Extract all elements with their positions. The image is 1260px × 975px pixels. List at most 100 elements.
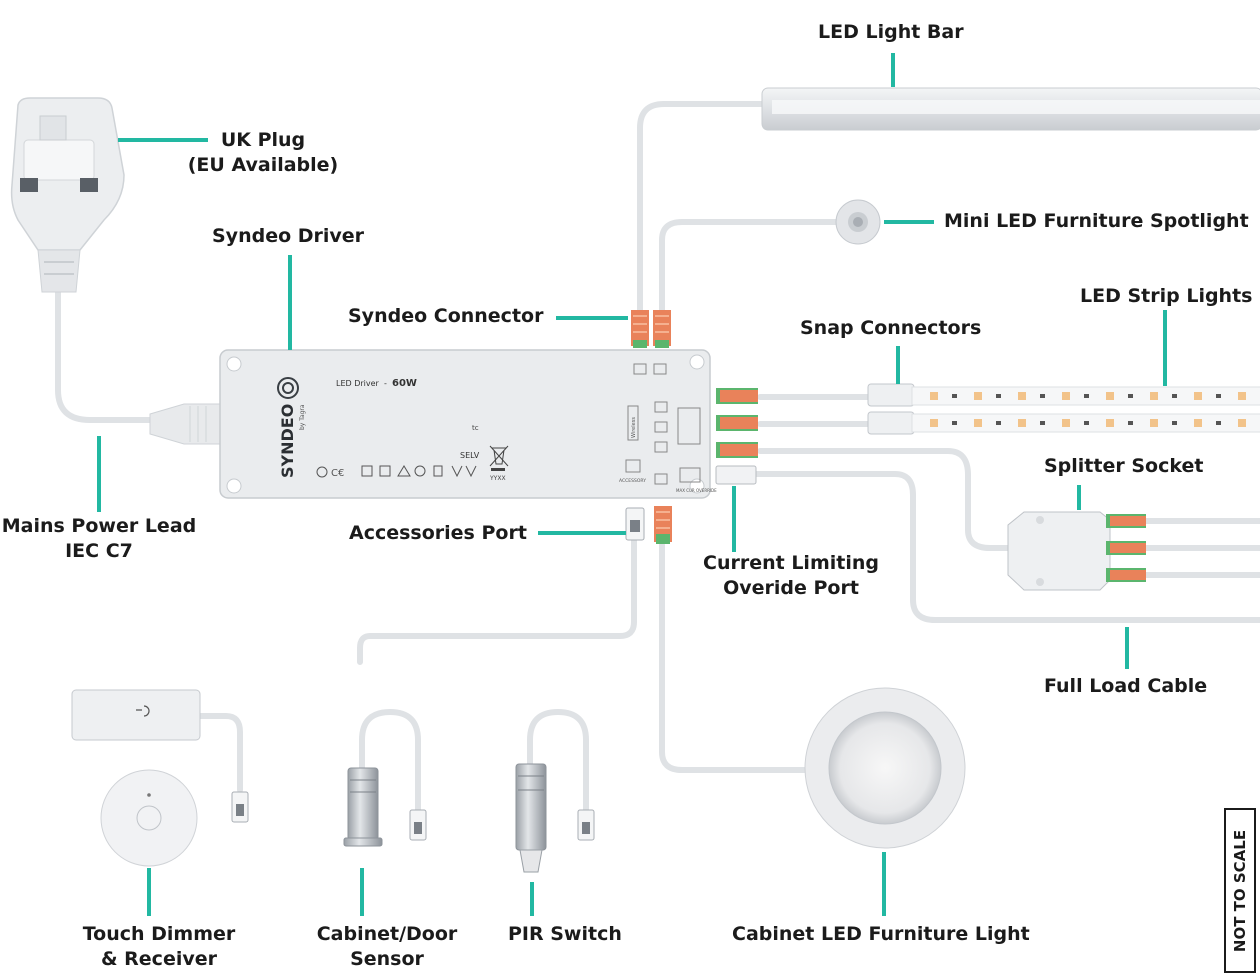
strip-resistor — [996, 394, 1001, 398]
dimmer-cable — [195, 713, 243, 793]
label-mini-spotlight: Mini LED Furniture Spotlight — [944, 210, 1249, 232]
driver-title: LED Driver — [336, 379, 380, 388]
strip-resistor — [1216, 394, 1221, 398]
strip-resistor — [1216, 421, 1221, 425]
label-full-load-cable: Full Load Cable — [1044, 675, 1208, 697]
iec-plug-icon — [149, 403, 225, 445]
syndeo-driver-icon: SYNDEO by Tagra LED Driver - 60W tc SELV… — [219, 349, 717, 499]
label-touch-dimmer: Touch Dimmer & Receiver — [74, 922, 244, 972]
leader-mains — [97, 436, 101, 512]
label-splitter-socket: Splitter Socket — [1044, 455, 1204, 477]
label-led-light-bar: LED Light Bar — [818, 21, 964, 43]
label-strip-lights: LED Strip Lights — [1080, 285, 1253, 307]
strip-resistor — [1128, 421, 1133, 425]
leader-full-load — [1125, 627, 1129, 669]
strip-led — [1150, 392, 1158, 400]
pir-switch-icon — [515, 763, 595, 873]
strip-led — [930, 419, 938, 427]
leader-accessories — [538, 531, 626, 535]
driver-selv: SELV — [460, 451, 480, 460]
splitter-socket-icon — [1007, 511, 1146, 591]
door-sensor-icon — [343, 767, 427, 847]
strip-resistor — [952, 421, 957, 425]
certification-icons: C€ — [316, 465, 477, 479]
full-load-cable — [749, 471, 1260, 623]
svg-text:C€: C€ — [331, 468, 344, 479]
driver-power: 60W — [392, 378, 417, 389]
driver-tc: tc — [472, 424, 479, 432]
driver-brand: SYNDEO — [278, 404, 297, 478]
strip-resistor — [1128, 394, 1133, 398]
light-bar-cable — [637, 101, 768, 315]
strip-resistor — [1040, 421, 1045, 425]
mains-lead-cable — [55, 287, 173, 423]
strip-led — [1062, 392, 1070, 400]
label-current-line1: Current Limiting — [703, 552, 879, 574]
label-door-sensor: Cabinet/Door Sensor — [310, 922, 464, 972]
leader-splitter — [1077, 485, 1081, 510]
label-furniture-light: Cabinet LED Furniture Light — [732, 923, 1030, 945]
strip-led — [1106, 419, 1114, 427]
label-syndeo-driver: Syndeo Driver — [212, 225, 365, 247]
leader-snap — [896, 346, 900, 384]
strip-resistor — [1084, 421, 1089, 425]
strip-led — [1062, 419, 1070, 427]
label-snap-connectors: Snap Connectors — [800, 317, 982, 339]
label-door-line1: Cabinet/Door — [316, 923, 458, 945]
strip-led — [1194, 392, 1202, 400]
label-uk-plug-line2: (EU Available) — [187, 154, 339, 176]
syndeo-connectors-top — [631, 310, 671, 348]
leader-spotlight — [884, 220, 934, 224]
splitter-cable — [757, 448, 1013, 551]
mini-spotlight-icon — [835, 199, 881, 245]
label-current-limiting: Current Limiting Overide Port — [698, 551, 884, 601]
cables — [55, 101, 1260, 815]
leader-pir — [530, 882, 534, 916]
strip-led — [974, 392, 982, 400]
leader-driver — [288, 255, 292, 350]
driver-date-code: YYXX — [489, 475, 506, 482]
label-touch-line1: Touch Dimmer — [82, 923, 236, 945]
strip-resistor — [1172, 394, 1177, 398]
strip-led — [1194, 419, 1202, 427]
not-to-scale-text: NOT TO SCALE — [1231, 829, 1249, 952]
strip-led — [1106, 392, 1114, 400]
leader-uk-plug — [118, 138, 208, 142]
label-mains-line1: Mains Power Lead — [1, 515, 197, 537]
furniture-light-connector — [654, 506, 672, 544]
strip-led — [1238, 392, 1246, 400]
label-touch-line2: & Receiver — [100, 948, 217, 970]
label-mains-line2: IEC C7 — [65, 540, 133, 562]
leader-furniture-light — [882, 852, 886, 916]
furniture-light-icon — [804, 687, 966, 849]
driver-accessory: ACCESSORY — [619, 478, 646, 484]
leader-strip-lights — [1163, 310, 1167, 386]
label-current-line2: Overide Port — [723, 577, 859, 599]
leader-light-bar — [891, 53, 895, 87]
strip-led — [974, 419, 982, 427]
strip-resistor — [996, 421, 1001, 425]
door-sensor-loop — [359, 708, 421, 815]
strip-led — [1018, 392, 1026, 400]
accessories-cable — [357, 537, 637, 665]
pir-loop — [527, 708, 589, 815]
strip-leds — [930, 392, 1246, 427]
not-to-scale-stamp: NOT TO SCALE — [1224, 808, 1256, 973]
label-door-line2: Sensor — [350, 948, 424, 970]
leader-door-sensor — [360, 868, 364, 916]
strip-resistor — [1172, 421, 1177, 425]
strip-led — [930, 392, 938, 400]
touch-dimmer-icon — [71, 689, 249, 867]
label-pir-switch: PIR Switch — [508, 923, 622, 945]
strip-led — [1150, 419, 1158, 427]
label-uk-plug: UK Plug (EU Available) — [186, 128, 340, 178]
strip-led — [1018, 419, 1026, 427]
label-accessories-port: Accessories Port — [349, 522, 527, 544]
driver-wireless: Wireless — [631, 417, 637, 438]
label-mains-lead: Mains Power Lead IEC C7 — [0, 514, 198, 564]
driver-override: MAX CUR OVERRIDE — [676, 488, 717, 493]
uk-plug-icon — [10, 97, 125, 293]
output-connectors — [715, 388, 758, 485]
label-syndeo-connector: Syndeo Connector — [348, 305, 544, 327]
